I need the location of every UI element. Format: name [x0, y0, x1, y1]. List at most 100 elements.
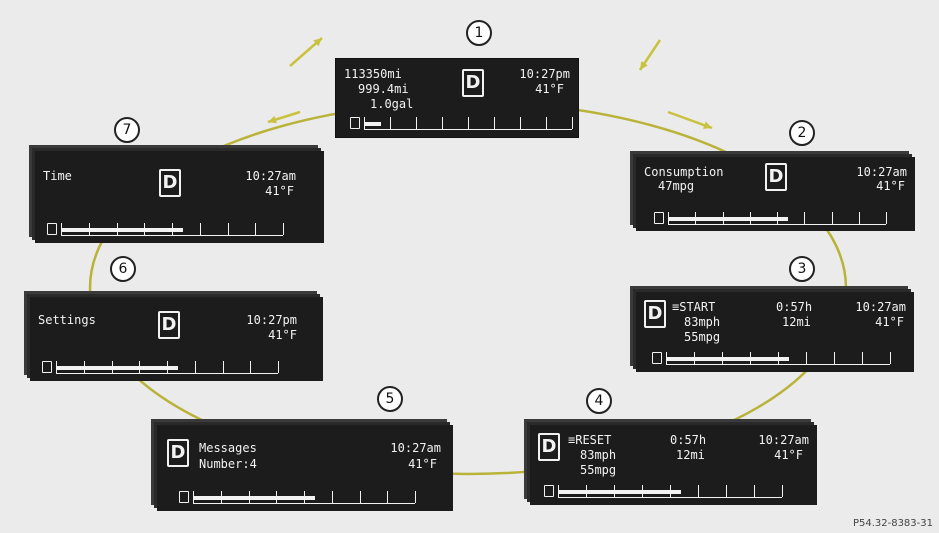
fuel-gauge: [544, 485, 783, 498]
fuel-gauge: [654, 212, 887, 225]
screen-trip-start: D ≡START 83mph 55mpg 0:57h 12mi 10:27am …: [636, 292, 914, 372]
fuel-scale-tick: [250, 361, 251, 373]
step-number-7: 7: [114, 117, 140, 143]
screen-4-line-1: ≡RESET: [568, 433, 612, 447]
screen-7-line-1: Time: [43, 169, 72, 183]
gear-indicator: D: [158, 311, 180, 339]
screen-6-time: 10:27pm: [246, 313, 297, 327]
screen-2-line-2: 47mpg: [658, 179, 695, 193]
fuel-pump-icon: [350, 117, 360, 129]
fuel-level-bar: [193, 496, 315, 500]
fuel-gauge: [179, 491, 416, 504]
fuel-scale-tick: [332, 491, 333, 503]
fuel-gauge: [42, 361, 279, 374]
gear-indicator: D: [159, 169, 181, 197]
fuel-gauge: [652, 352, 891, 365]
screen-2-temp: 41°F: [876, 179, 905, 193]
gear-indicator: D: [167, 439, 189, 467]
fuel-scale-tick: [390, 117, 391, 129]
screen-settings: Settings D 10:27pm 41°F: [30, 297, 323, 381]
screen-3-speed: 83mph: [684, 315, 721, 329]
screen-5-line-1: Messages: [199, 441, 257, 455]
fuel-scale-tick: [804, 212, 805, 224]
fuel-scale-tick: [546, 117, 547, 129]
step-number-6: 6: [110, 256, 136, 282]
fuel-scale-tick: [468, 117, 469, 129]
fuel-scale-tick: [806, 352, 807, 364]
screen-1-line-2: 999.4mi: [358, 82, 409, 96]
screen-1-time: 10:27pm: [519, 67, 570, 81]
fuel-scale-tick: [387, 491, 388, 503]
fuel-level-bar: [56, 366, 178, 370]
screen-4-speed: 83mph: [580, 448, 617, 462]
screen-3-distance: 12mi: [782, 315, 811, 329]
fuel-level-bar: [668, 217, 788, 221]
screen-1-line-3: 1.0gal: [370, 97, 414, 111]
fuel-scale-tick: [360, 491, 361, 503]
step-number-5: 5: [377, 386, 403, 412]
screen-7-time: 10:27am: [245, 169, 296, 183]
figure-code: P54.32-8383-31: [852, 518, 933, 529]
step-number-2: 2: [789, 120, 815, 146]
fuel-scale-tick: [859, 212, 860, 224]
fuel-scale-tick: [415, 491, 416, 503]
fuel-scale-tick: [754, 485, 755, 497]
fuel-level-bar: [364, 122, 381, 126]
fuel-scale-tick: [862, 352, 863, 364]
screen-2-time: 10:27am: [856, 165, 907, 179]
screen-trip-odometer: 113350mi 999.4mi 1.0gal D 10:27pm 41°F: [335, 58, 579, 138]
fuel-scale-tick: [520, 117, 521, 129]
step-number-4: 4: [586, 388, 612, 414]
fuel-scale-tick: [698, 485, 699, 497]
screen-3-temp: 41°F: [875, 315, 904, 329]
step-number-1: 1: [466, 20, 492, 46]
fuel-gauge: [350, 117, 573, 130]
screen-6-temp: 41°F: [268, 328, 297, 342]
screen-3-time: 10:27am: [855, 300, 906, 314]
screen-time: Time D 10:27am 41°F: [35, 151, 324, 243]
fuel-scale-tick: [195, 361, 196, 373]
screen-4-duration: 0:57h: [670, 433, 707, 447]
screen-4-time: 10:27am: [758, 433, 809, 447]
fuel-scale-tick: [494, 117, 495, 129]
screen-trip-reset: D ≡RESET 83mph 55mpg 0:57h 12mi 10:27am …: [530, 425, 817, 505]
fuel-scale-tick: [255, 223, 256, 235]
screen-1-temp: 41°F: [535, 82, 564, 96]
fuel-pump-icon: [42, 361, 52, 373]
fuel-level-bar: [61, 228, 183, 232]
fuel-level-bar: [666, 357, 789, 361]
arrow-down-left-icon: [638, 39, 662, 71]
fuel-scale-tick: [834, 352, 835, 364]
fuel-pump-icon: [544, 485, 554, 497]
arrow-up-right-icon: [289, 37, 323, 67]
fuel-scale-tick: [200, 223, 201, 235]
screen-consumption: Consumption 47mpg D 10:27am 41°F: [636, 157, 915, 231]
step-number-3: 3: [789, 256, 815, 282]
screen-messages: D Messages Number:4 10:27am 41°F: [157, 425, 453, 511]
gear-indicator: D: [538, 433, 560, 461]
fuel-scale-tick: [886, 212, 887, 224]
arrow-left-icon: [267, 110, 301, 124]
screen-3-consumption: 55mpg: [684, 330, 721, 344]
screen-5-time: 10:27am: [390, 441, 441, 455]
screen-4-consumption: 55mpg: [580, 463, 617, 477]
fuel-scale-tick: [228, 223, 229, 235]
fuel-scale-tick: [572, 117, 573, 129]
screen-2-line-1: Consumption: [644, 165, 724, 179]
fuel-pump-icon: [179, 491, 189, 503]
screen-3-line-1: ≡START: [672, 300, 716, 314]
screen-4-temp: 41°F: [774, 448, 803, 462]
fuel-level-bar: [558, 490, 681, 494]
fuel-pump-icon: [652, 352, 662, 364]
fuel-scale-tick: [283, 223, 284, 235]
screen-7-temp: 41°F: [265, 184, 294, 198]
fuel-scale-tick: [442, 117, 443, 129]
screen-5-temp: 41°F: [408, 457, 437, 471]
fuel-pump-icon: [654, 212, 664, 224]
fuel-scale-tick: [726, 485, 727, 497]
gear-indicator: D: [644, 300, 666, 328]
screen-6-line-1: Settings: [38, 313, 96, 327]
gear-indicator: D: [462, 69, 484, 97]
fuel-scale-tick: [890, 352, 891, 364]
